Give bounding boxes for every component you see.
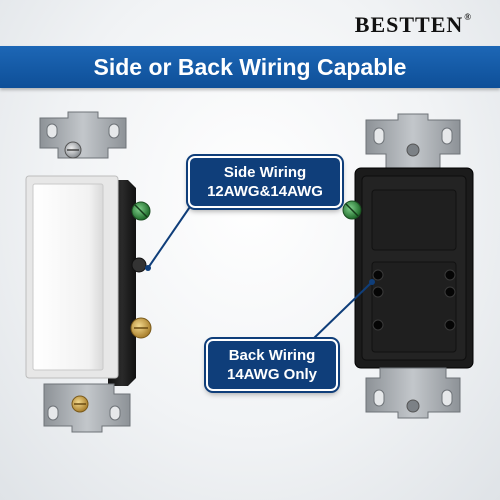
side-wiring-callout: Side Wiring 12AWG&14AWG (188, 156, 342, 208)
back-wire-hole-icon (372, 286, 384, 298)
title-banner: Side or Back Wiring Capable (0, 46, 500, 88)
brand-logo: BESTTEN® (355, 12, 472, 38)
strap-slot-icon (441, 389, 453, 407)
side-wiring-gauge: 12AWG&14AWG (207, 183, 323, 200)
rocker-paddle (32, 183, 104, 371)
strap-slot-icon (108, 123, 120, 139)
back-wiring-callout: Back Wiring 14AWG Only (206, 339, 338, 391)
side-terminal-hole-icon (131, 257, 147, 273)
side-wiring-label: Side Wiring (223, 164, 307, 181)
back-wire-hole-icon (372, 269, 384, 281)
front-switch (25, 111, 152, 433)
strap-slot-icon (47, 405, 59, 421)
top-mounting-strap (365, 113, 461, 169)
top-mounting-strap (39, 111, 127, 159)
side-wiring-pointer-line (147, 197, 197, 269)
strap-slot-icon (373, 127, 385, 145)
brand-name: BESTTEN (354, 12, 464, 37)
back-wire-hole-icon (444, 319, 456, 331)
strap-slot-icon (109, 405, 121, 421)
back-wiring-label: Back Wiring (228, 347, 316, 364)
back-switch (342, 113, 474, 419)
bottom-mounting-strap (365, 367, 461, 419)
banner-title: Side or Back Wiring Capable (93, 53, 407, 80)
back-wire-hole-icon (444, 269, 456, 281)
strap-hole-icon (406, 399, 420, 413)
back-wire-hole-icon (444, 286, 456, 298)
strap-slot-icon (373, 389, 385, 407)
strap-slot-icon (441, 127, 453, 145)
strap-hole-icon (406, 143, 420, 157)
strap-slot-icon (46, 123, 58, 139)
registered-mark: ® (464, 12, 472, 22)
back-wiring-gauge: 14AWG Only (226, 366, 318, 383)
back-wire-hole-icon (372, 319, 384, 331)
back-wiring-pointer-line (311, 281, 373, 341)
